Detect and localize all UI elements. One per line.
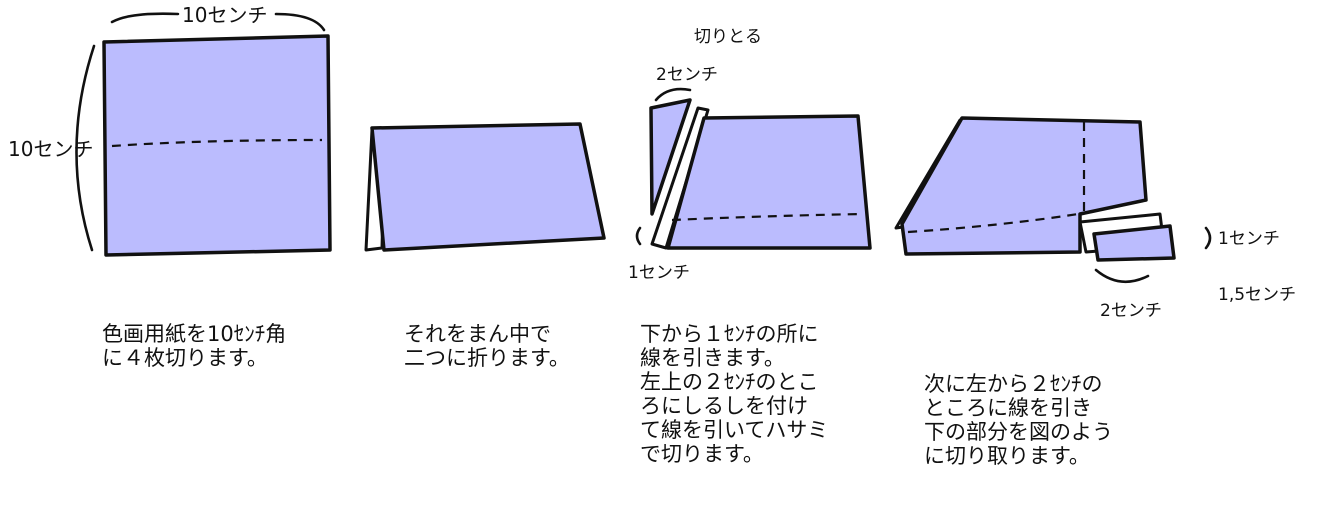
one-cm-label: 1センチ xyxy=(628,263,690,283)
one-point-five-cm-label: 1,5センチ xyxy=(1218,285,1296,305)
caption-step4-line1: 次に左から２ｾﾝﾁの xyxy=(924,372,1103,396)
two-cm-label: 2センチ xyxy=(656,65,718,85)
bottom-line xyxy=(907,212,1079,234)
top-dimension-label: 10センチ xyxy=(182,3,267,27)
final-main-paper xyxy=(900,116,1148,256)
caption-step2-line2: 二つに折ります。 xyxy=(404,346,570,370)
cut-off-label: 切りとる xyxy=(694,27,762,47)
caption-step3: 下から１ｾﾝﾁの所に 線を引きます。 左上の２ｾﾝﾁのとこ ろにしるしを付け て… xyxy=(640,322,828,466)
caption-step2: それをまん中で 二つに折ります。 xyxy=(404,322,570,370)
cut-piece-front xyxy=(1092,224,1176,262)
cut-main-paper xyxy=(666,114,872,250)
two-cm-arc xyxy=(654,87,692,102)
step4-final-sheet: 1センチ 2センチ 1,5センチ xyxy=(894,116,1296,321)
top-dimension-left-arc xyxy=(110,12,180,24)
caption-step4: 次に左から２ｾﾝﾁの ところに線を引き 下の部分を図のよう に切り取ります。 xyxy=(924,372,1113,468)
caption-step1-line2: に４枚切ります。 xyxy=(102,346,268,370)
caption-step2-line1: それをまん中で xyxy=(404,322,551,346)
folded-paper xyxy=(370,122,606,252)
left-dimension-arc xyxy=(75,44,96,252)
caption-step1-line1: 色画用紙を10ｾﾝﾁ角 xyxy=(102,322,287,346)
one-cm-bracket xyxy=(635,226,642,246)
caption-step4-line4: に切り取ります。 xyxy=(924,444,1090,468)
caption-step4-line3: 下の部分を図のよう xyxy=(924,420,1113,444)
center-fold-line xyxy=(111,138,323,148)
one-cm-right-label: 1センチ xyxy=(1218,229,1280,249)
caption-step1: 色画用紙を10ｾﾝﾁ角 に４枚切ります。 xyxy=(102,322,286,370)
left-dimension-label: 10センチ xyxy=(8,137,93,161)
one-cm-line xyxy=(671,212,863,222)
caption-step3-line1: 下から１ｾﾝﾁの所に xyxy=(640,322,819,346)
step1-square-sheet: 10センチ 10センチ xyxy=(8,3,332,257)
step3-cut-sheet: 切りとる 2センチ 1センチ xyxy=(628,27,872,283)
one-cm-right-bracket xyxy=(1204,226,1212,250)
square-paper xyxy=(102,34,332,257)
caption-step3-line5: て線を引いてハサミ xyxy=(640,418,829,442)
caption-step3-line4: ろにしるしを付け xyxy=(640,394,808,418)
step2-folded-sheet xyxy=(364,122,606,252)
caption-step3-line3: 左上の２ｾﾝﾁのとこ xyxy=(640,370,819,394)
caption-step3-line2: 線を引きます。 xyxy=(640,346,785,370)
caption-step4-line2: ところに線を引き xyxy=(924,396,1092,420)
two-cm-bottom-label: 2センチ xyxy=(1100,301,1162,321)
cut-off-strip xyxy=(649,98,692,216)
top-dimension-right-arc xyxy=(274,12,326,32)
cut-gap xyxy=(650,106,710,250)
caption-step3-line6: で切ります。 xyxy=(640,442,764,466)
two-cm-bottom-arc xyxy=(1094,268,1150,284)
